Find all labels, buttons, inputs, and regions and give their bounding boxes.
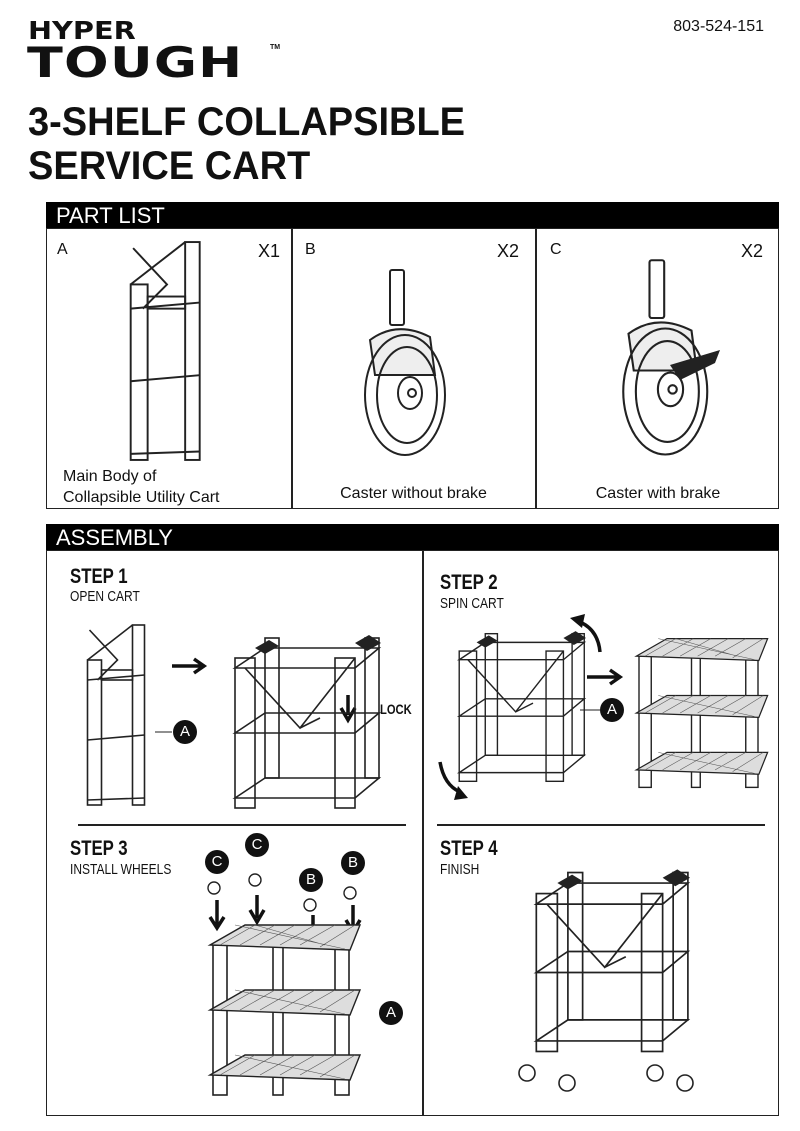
step-4-title: STEP 4: [440, 837, 498, 860]
divider: [291, 228, 293, 509]
arrow-down-icon: [248, 895, 266, 926]
page-title: 3-SHELF COLLAPSIBLE SERVICE CART: [28, 100, 465, 188]
document-number: 803-524-151: [673, 18, 764, 35]
wheel-install-arrows: [207, 873, 362, 950]
brand-logo-line1: HYPER: [28, 16, 136, 45]
callout-b: B: [299, 868, 323, 892]
part-b-qty: X2: [497, 241, 520, 261]
part-b-caption: Caster without brake: [340, 485, 487, 502]
step-1-graphics: [155, 657, 357, 733]
main-body-illustration: [129, 240, 201, 462]
callout-b: B: [341, 851, 365, 875]
title-line2: SERVICE CART: [28, 144, 311, 188]
caption-line: Main Body of: [63, 468, 157, 485]
step-1-subtitle: OPEN CART: [70, 588, 140, 605]
divider: [437, 824, 765, 826]
step-4-subtitle: FINISH: [440, 861, 480, 878]
callout-a: A: [173, 720, 197, 744]
divider: [78, 824, 406, 826]
part-c-letter: C: [550, 241, 562, 258]
part-a-letter: A: [57, 241, 68, 258]
cart-upside-down-illustration: [209, 924, 361, 1096]
callout-a: A: [379, 1001, 403, 1025]
step-2-graphics: [438, 614, 624, 800]
rotate-arrow-icon: [579, 620, 602, 653]
arrow-down-icon: [208, 900, 226, 932]
step-1-title: STEP 1: [70, 565, 128, 588]
assembly-box: [46, 550, 779, 1116]
callout-a: A: [600, 698, 624, 722]
part-list-box: [46, 228, 779, 509]
divider: [535, 228, 537, 509]
part-c-qty: X2: [741, 241, 764, 261]
title-line1: 3-SHELF COLLAPSIBLE: [28, 100, 466, 144]
folded-cart-illustration: [86, 624, 146, 806]
part-b-letter: B: [305, 241, 316, 258]
rotate-arrow-icon: [438, 761, 461, 794]
casters-illustration: [518, 1064, 694, 1092]
step-2-subtitle: SPIN CART: [440, 595, 504, 612]
caster-with-brake-illustration: [622, 259, 720, 456]
part-list-header: PART LIST: [46, 202, 779, 229]
lock-label: LOCK: [380, 701, 412, 717]
divider: [422, 550, 424, 1116]
arrow-right-icon: [172, 657, 208, 675]
callout-c: C: [205, 850, 229, 874]
finished-cart-illustration: [535, 868, 691, 1053]
step-2-title: STEP 2: [440, 571, 498, 594]
caster-without-brake-illustration: [363, 268, 447, 457]
part-c-caption: Caster with brake: [595, 485, 721, 502]
assembly-header: ASSEMBLY: [46, 524, 779, 551]
open-cart-illustration: [234, 634, 382, 809]
spun-cart-illustration: [635, 637, 769, 789]
step-3-title: STEP 3: [70, 837, 128, 860]
brand-logo-line2: TOUGH: [27, 38, 244, 87]
caption-line: Collapsible Utility Cart: [63, 489, 220, 506]
part-a-qty: X1: [258, 241, 281, 261]
part-a-caption: Main Body of Collapsible Utility Cart: [63, 466, 220, 508]
arrow-down-icon: [339, 695, 357, 724]
arrow-right-icon: [587, 668, 624, 686]
trademark-mark: TM: [270, 44, 281, 51]
callout-c: C: [245, 833, 269, 857]
step-3-subtitle: INSTALL WHEELS: [70, 861, 172, 878]
